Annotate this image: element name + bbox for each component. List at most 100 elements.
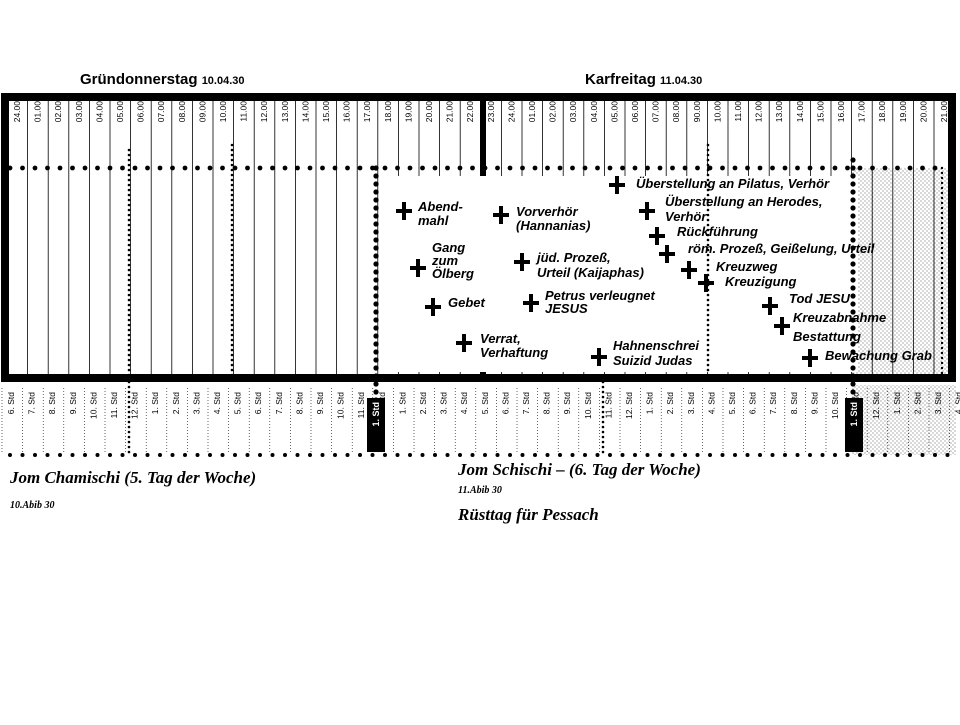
night-shading-top	[852, 168, 952, 378]
dotted-marker-right	[941, 222, 943, 224]
dot-line-top	[645, 166, 650, 171]
hour-label: 90.00	[692, 101, 702, 123]
dotted-marker-6am	[128, 224, 131, 227]
dotted-marker-6am	[128, 329, 131, 332]
dotted-marker-bottom-1	[128, 436, 131, 439]
dot-line-top	[833, 166, 838, 171]
hour-label: 19.00	[898, 101, 908, 123]
dotted-marker-noon	[231, 199, 234, 202]
dotted-marker-sunset-2	[850, 189, 855, 194]
dot-line-bottom	[721, 453, 725, 457]
bottom-hour-label: 8. Std	[542, 392, 552, 414]
event-label: Hahnenschrei	[613, 338, 699, 353]
dotted-marker-sunset-1	[373, 381, 378, 386]
hour-label: 10.00	[218, 101, 228, 123]
dot-line-bottom	[408, 453, 412, 457]
dotted-marker-noon-2	[707, 144, 710, 147]
dotted-marker-sunset-1	[373, 213, 378, 218]
dot-line-top	[433, 166, 438, 171]
hour-label: 17.00	[857, 101, 867, 123]
dotted-marker-right	[941, 302, 943, 304]
dot-line-bottom	[796, 453, 800, 457]
dotted-marker-sunset-1	[373, 221, 378, 226]
dot-line-bottom	[396, 453, 400, 457]
dot-line-top	[8, 166, 13, 171]
event-label: Kreuzabnahme	[793, 310, 886, 325]
event-label: Verhaftung	[480, 345, 548, 360]
dotted-marker-noon-2	[707, 364, 710, 367]
dot-line-top	[908, 166, 913, 171]
dotted-marker-noon	[231, 294, 234, 297]
dotted-marker-noon	[231, 239, 234, 242]
dotted-marker-sunset-1	[373, 261, 378, 266]
hour-label: 21.00	[939, 101, 949, 123]
dot-line-bottom	[221, 453, 225, 457]
dotted-marker-6am-bottom	[602, 436, 605, 439]
dotted-marker-noon	[231, 174, 234, 177]
dot-line-bottom	[133, 453, 137, 457]
dotted-marker-noon-2	[707, 339, 710, 342]
dot-line-bottom	[21, 453, 25, 457]
hour-label: 04.00	[589, 101, 599, 123]
dot-line-bottom	[758, 453, 762, 457]
dotted-marker-bottom-1	[128, 426, 131, 429]
dot-line-top	[458, 166, 463, 171]
dot-line-bottom	[321, 453, 325, 457]
dotted-marker-sunset-1	[373, 333, 378, 338]
dot-line-bottom	[108, 453, 112, 457]
dotted-marker-noon-2	[707, 164, 710, 167]
dotted-marker-6am	[128, 359, 131, 362]
dot-line-bottom	[946, 453, 950, 457]
dotted-marker-6am	[128, 344, 131, 347]
footer-day1-date: 10.Abib 30	[10, 500, 54, 511]
dotted-marker-right	[941, 377, 943, 379]
dot-line-top	[670, 166, 675, 171]
dotted-marker-sunset-1	[373, 341, 378, 346]
dot-line-top	[95, 166, 100, 171]
dotted-marker-noon	[231, 344, 234, 347]
hour-label: 02.00	[548, 101, 558, 123]
dotted-marker-noon	[231, 244, 234, 247]
dotted-marker-sunset-1	[373, 373, 378, 378]
dotted-marker-right	[941, 237, 943, 239]
hour-label: 21.00	[445, 101, 455, 123]
dotted-marker-noon	[231, 189, 234, 192]
event-label: Kreuzigung	[725, 274, 797, 289]
dot-line-bottom	[46, 453, 50, 457]
dotted-marker-noon	[231, 179, 234, 182]
dotted-marker-noon	[231, 254, 234, 257]
dot-line-bottom	[821, 453, 825, 457]
dot-line-bottom	[208, 453, 212, 457]
dotted-marker-6am-bottom	[602, 426, 605, 429]
dotted-marker-sunset-1	[373, 285, 378, 290]
dotted-marker-sunset-1	[373, 253, 378, 258]
event-label: röm. Prozeß, Geißelung, Urteil	[688, 241, 875, 256]
dot-line-top	[345, 166, 350, 171]
hour-label: 20.00	[424, 101, 434, 123]
bottom-hour-label: 12. Std	[871, 392, 881, 419]
dotted-marker-sunset-1	[373, 317, 378, 322]
dot-line-top	[408, 166, 413, 171]
dotted-marker-6am	[128, 209, 131, 212]
dotted-marker-noon-2	[707, 354, 710, 357]
bottom-hour-label: 5. Std	[233, 392, 243, 414]
dot-line-top	[733, 166, 738, 171]
dotted-marker-bottom-1	[128, 446, 131, 449]
event-label: Verhör	[665, 209, 707, 224]
dot-line-top	[758, 166, 763, 171]
hour-label: 16.00	[836, 101, 846, 123]
bottom-hour-label: 9. Std	[315, 392, 325, 414]
day2-date: 11.04.30	[660, 75, 702, 87]
dot-line-top	[58, 166, 63, 171]
bottom-hour-label: 2. Std	[418, 392, 428, 414]
hour-label: 03.00	[74, 101, 84, 123]
dot-line-bottom	[71, 453, 75, 457]
dotted-marker-right	[941, 277, 943, 279]
dot-line-bottom	[33, 453, 37, 457]
hour-label: 24.00	[12, 101, 22, 123]
dotted-marker-sunset-2	[850, 181, 855, 186]
event-label: Gebet	[448, 295, 486, 310]
dotted-marker-sunset-2	[850, 165, 855, 170]
dot-line-bottom	[233, 453, 237, 457]
bottom-hour-label: 1. Std	[645, 392, 655, 414]
